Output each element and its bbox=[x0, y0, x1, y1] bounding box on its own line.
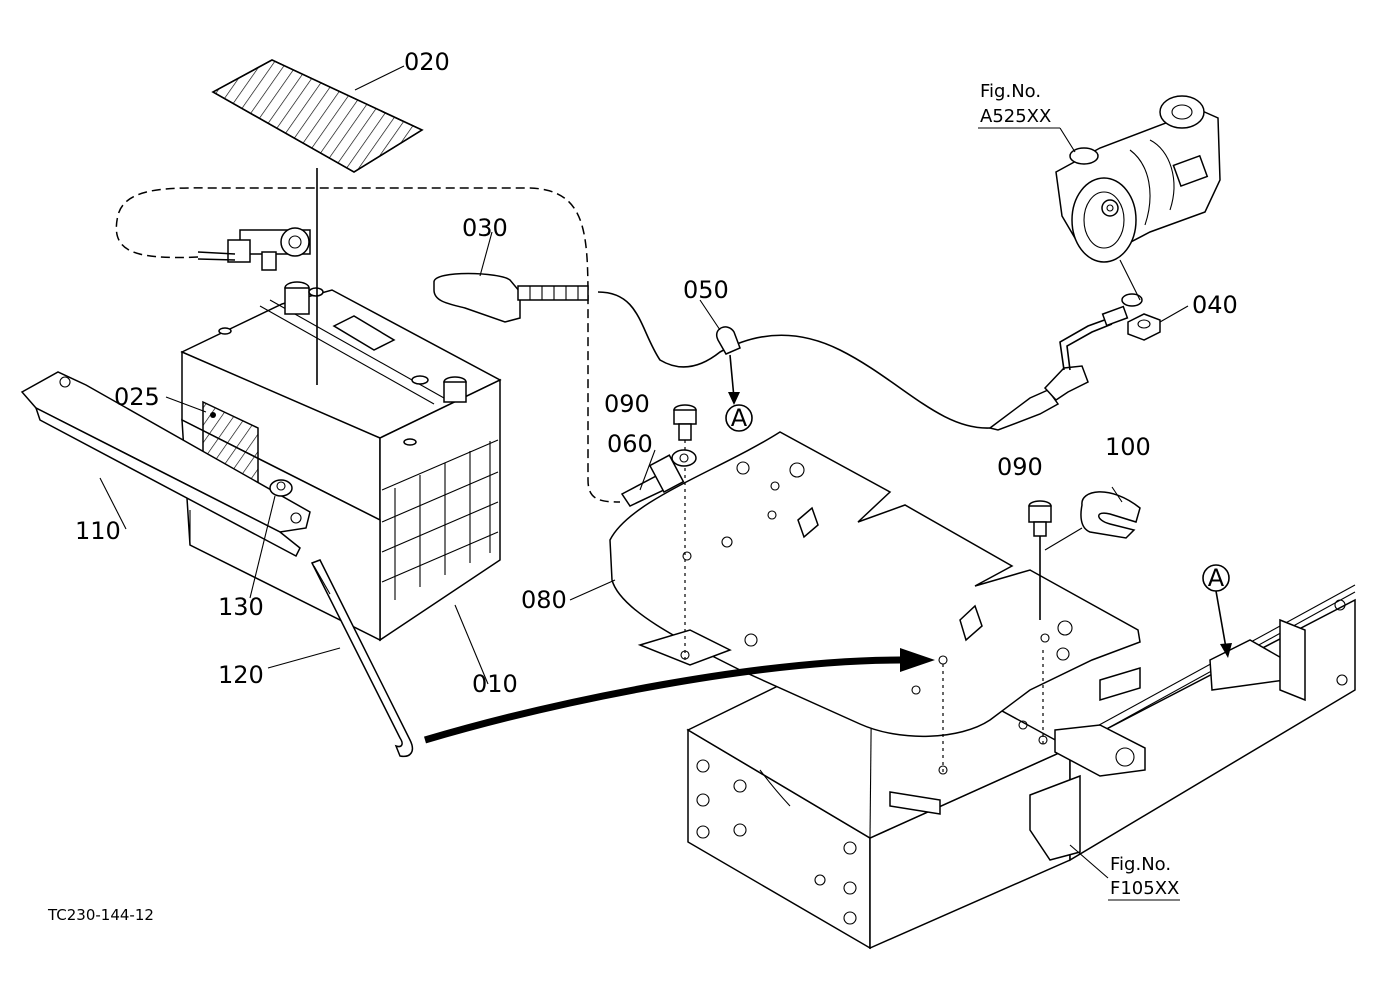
callout-060: 060 bbox=[607, 430, 653, 458]
battery-clamp-bar-110 bbox=[20, 371, 311, 558]
j-bolt-120 bbox=[310, 559, 414, 758]
callout-050: 050 bbox=[683, 276, 729, 304]
callout-080: 080 bbox=[521, 586, 567, 614]
starter-motor bbox=[1055, 95, 1221, 301]
callout-110: 110 bbox=[75, 517, 121, 545]
assembly-arrow bbox=[424, 648, 935, 744]
callout-120: 120 bbox=[218, 661, 264, 689]
callout-030: 030 bbox=[462, 214, 508, 242]
cable-end-060 bbox=[620, 449, 697, 507]
positive-cable-loop bbox=[115, 187, 621, 503]
callout-090-right: 090 bbox=[997, 453, 1043, 481]
fig-ref-starter-label: Fig.No. bbox=[980, 81, 1041, 102]
nut-040 bbox=[1127, 313, 1161, 341]
callout-100: 100 bbox=[1105, 433, 1151, 461]
ref-mark-a-cable-label: A bbox=[731, 404, 748, 432]
callout-130: 130 bbox=[218, 593, 264, 621]
fig-ref-frame: Fig.No. F105XX bbox=[1108, 854, 1180, 901]
battery-mounting-plate-080 bbox=[609, 431, 1141, 815]
fig-ref-starter-number: A525XX bbox=[980, 106, 1051, 127]
ref-mark-a-cable: A bbox=[725, 404, 753, 432]
starter-cable bbox=[597, 291, 1143, 431]
bolt-090-right bbox=[942, 500, 1052, 775]
cable-clamp-050 bbox=[715, 326, 741, 405]
insulator-sheet-020 bbox=[211, 59, 424, 385]
fig-ref-frame-label: Fig.No. bbox=[1110, 854, 1171, 875]
leader-lines bbox=[99, 65, 1189, 879]
ref-mark-a-frame: A bbox=[1202, 564, 1232, 658]
callout-labels: 020 025 030 050 040 090 060 090 100 110 … bbox=[75, 48, 1238, 698]
fig-ref-frame-number: F105XX bbox=[1110, 878, 1179, 899]
callout-010: 010 bbox=[472, 670, 518, 698]
terminal-cover-030 bbox=[433, 272, 589, 323]
cable-holder-100 bbox=[1080, 491, 1141, 539]
callout-040: 040 bbox=[1192, 291, 1238, 319]
callout-020: 020 bbox=[404, 48, 450, 76]
nut-130 bbox=[269, 479, 293, 497]
ref-mark-a-frame-label: A bbox=[1208, 564, 1225, 592]
drawing-code: TC230-144-12 bbox=[47, 906, 154, 924]
callout-090-left: 090 bbox=[604, 390, 650, 418]
fig-ref-starter: Fig.No. A525XX bbox=[978, 81, 1076, 153]
bolt-090-left bbox=[673, 404, 697, 660]
callout-025: 025 bbox=[114, 383, 160, 411]
